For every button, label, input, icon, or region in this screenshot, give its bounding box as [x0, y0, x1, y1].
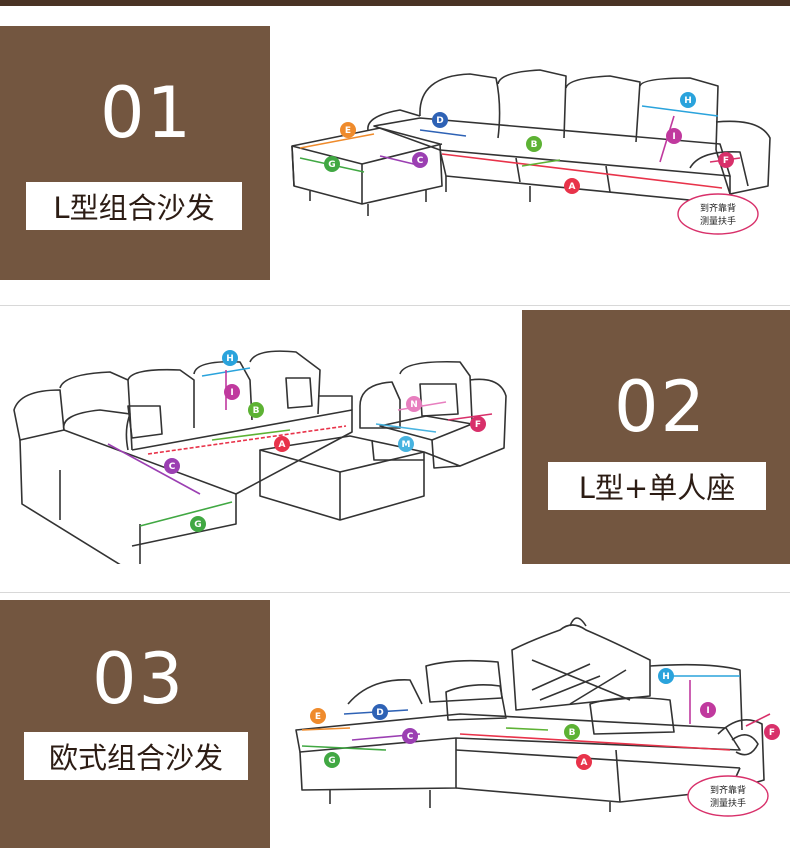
marker-g: G — [194, 520, 201, 530]
marker-e: E — [345, 126, 351, 136]
marker-h: H — [662, 672, 670, 682]
marker-f: F — [769, 728, 775, 738]
marker-a: A — [279, 440, 286, 450]
section-label: L型+单人座 — [578, 471, 736, 505]
divider — [0, 592, 790, 593]
section-02-panel: 02 L型+单人座 — [522, 310, 790, 564]
section-03-panel: 03 欧式组合沙发 — [0, 600, 270, 848]
note-line-1: 到齐靠背 — [700, 202, 736, 214]
marker-a: A — [569, 182, 576, 192]
top-bar — [0, 0, 790, 6]
section-03: 03 欧式组合沙发 — [0, 600, 790, 848]
marker-c: C — [169, 462, 176, 472]
marker-g: G — [328, 756, 335, 766]
note-line-2: 测量扶手 — [710, 797, 746, 809]
note-line-1: 到齐靠背 — [710, 784, 746, 796]
marker-m: M — [402, 440, 411, 450]
marker-d: D — [436, 116, 443, 126]
marker-d: D — [376, 708, 383, 718]
section-number: 03 — [92, 638, 186, 720]
marker-h: H — [226, 354, 234, 364]
section-label-box: L型+单人座 — [548, 462, 766, 510]
section-label-box: 欧式组合沙发 — [24, 732, 248, 780]
divider — [0, 305, 790, 306]
marker-n: N — [410, 400, 418, 410]
section-label: L型组合沙发 — [53, 191, 215, 225]
marker-g: G — [328, 160, 335, 170]
marker-f: F — [475, 420, 481, 430]
section-01-panel: 01 L型组合沙发 — [0, 26, 270, 280]
marker-e: E — [315, 712, 321, 722]
marker-h: H — [684, 96, 692, 106]
marker-b: B — [531, 140, 538, 150]
measure-note: 到齐靠背 测量扶手 — [687, 775, 769, 817]
measure-note: 到齐靠背 测量扶手 — [677, 193, 759, 235]
sofa-diagram-l-shape-icon: A B C D E F G H I 到齐靠背 测量扶手 — [270, 26, 790, 280]
marker-i: I — [230, 388, 233, 398]
sofa-diagram-l-plus-single-icon: A B C G H I M N F — [0, 310, 522, 564]
section-01: 01 L型组合沙发 — [0, 26, 790, 280]
note-line-2: 测量扶手 — [700, 215, 736, 227]
section-number: 02 — [614, 366, 708, 448]
marker-b: B — [253, 406, 260, 416]
marker-a: A — [581, 758, 588, 768]
marker-i: I — [706, 706, 709, 716]
sofa-diagram-european-icon: A B C D E G H I F 到齐靠背 测量扶手 — [270, 600, 790, 848]
marker-i: I — [672, 132, 675, 142]
section-label: 欧式组合沙发 — [48, 741, 223, 775]
marker-f: F — [723, 156, 729, 166]
marker-c: C — [407, 732, 414, 742]
marker-b: B — [569, 728, 576, 738]
section-number: 01 — [100, 72, 194, 154]
section-label-box: L型组合沙发 — [26, 182, 242, 230]
marker-c: C — [417, 156, 424, 166]
section-02: A B C G H I M N F 02 L型+单人座 — [0, 310, 790, 564]
